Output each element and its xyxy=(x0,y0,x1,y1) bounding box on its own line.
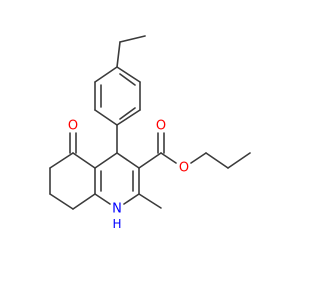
bond-n-c2 xyxy=(123,193,140,205)
bond-methyl xyxy=(138,193,162,209)
bonds xyxy=(49,35,251,210)
bond-ester-c-o xyxy=(160,152,177,164)
atom-labels: O O O N H xyxy=(68,119,189,232)
bond-ethyl-ch2 xyxy=(116,41,121,68)
bond-propyl-2 xyxy=(205,152,229,169)
nitrogen-hydrogen-label: H xyxy=(112,217,121,231)
bond-c3-ester-c xyxy=(138,152,162,169)
molecule-diagram: O O O N H xyxy=(49,35,251,232)
bond-c7-c8 xyxy=(49,193,74,210)
bond-c4-c4a xyxy=(94,152,118,169)
ketone-oxygen-label: O xyxy=(68,119,78,134)
bond-propyl-1 xyxy=(190,152,207,164)
ester-oxygen-label: O xyxy=(179,161,189,176)
bond-benzene-double-3 xyxy=(119,73,136,86)
ester-carbonyl-oxygen-label: O xyxy=(156,119,166,134)
bond-c4a-c5 xyxy=(72,152,96,169)
bond-c8-c8a xyxy=(72,193,96,210)
bond-propyl-3 xyxy=(227,152,251,169)
bond-benzene-1 xyxy=(94,66,118,83)
molecule-structure: O O O N H xyxy=(49,35,251,232)
bond-c8a-n xyxy=(94,193,111,205)
bond-benzene-6 xyxy=(116,66,141,83)
bond-c5-c6 xyxy=(49,152,74,169)
bond-benzene-double-2 xyxy=(119,107,136,120)
bond-ethyl-ch3 xyxy=(119,35,146,43)
bond-benzene-3 xyxy=(94,109,118,126)
bond-c3-c4 xyxy=(116,152,140,169)
ring-nitrogen-label: N xyxy=(112,202,122,217)
bond-benzene-4 xyxy=(116,109,141,126)
